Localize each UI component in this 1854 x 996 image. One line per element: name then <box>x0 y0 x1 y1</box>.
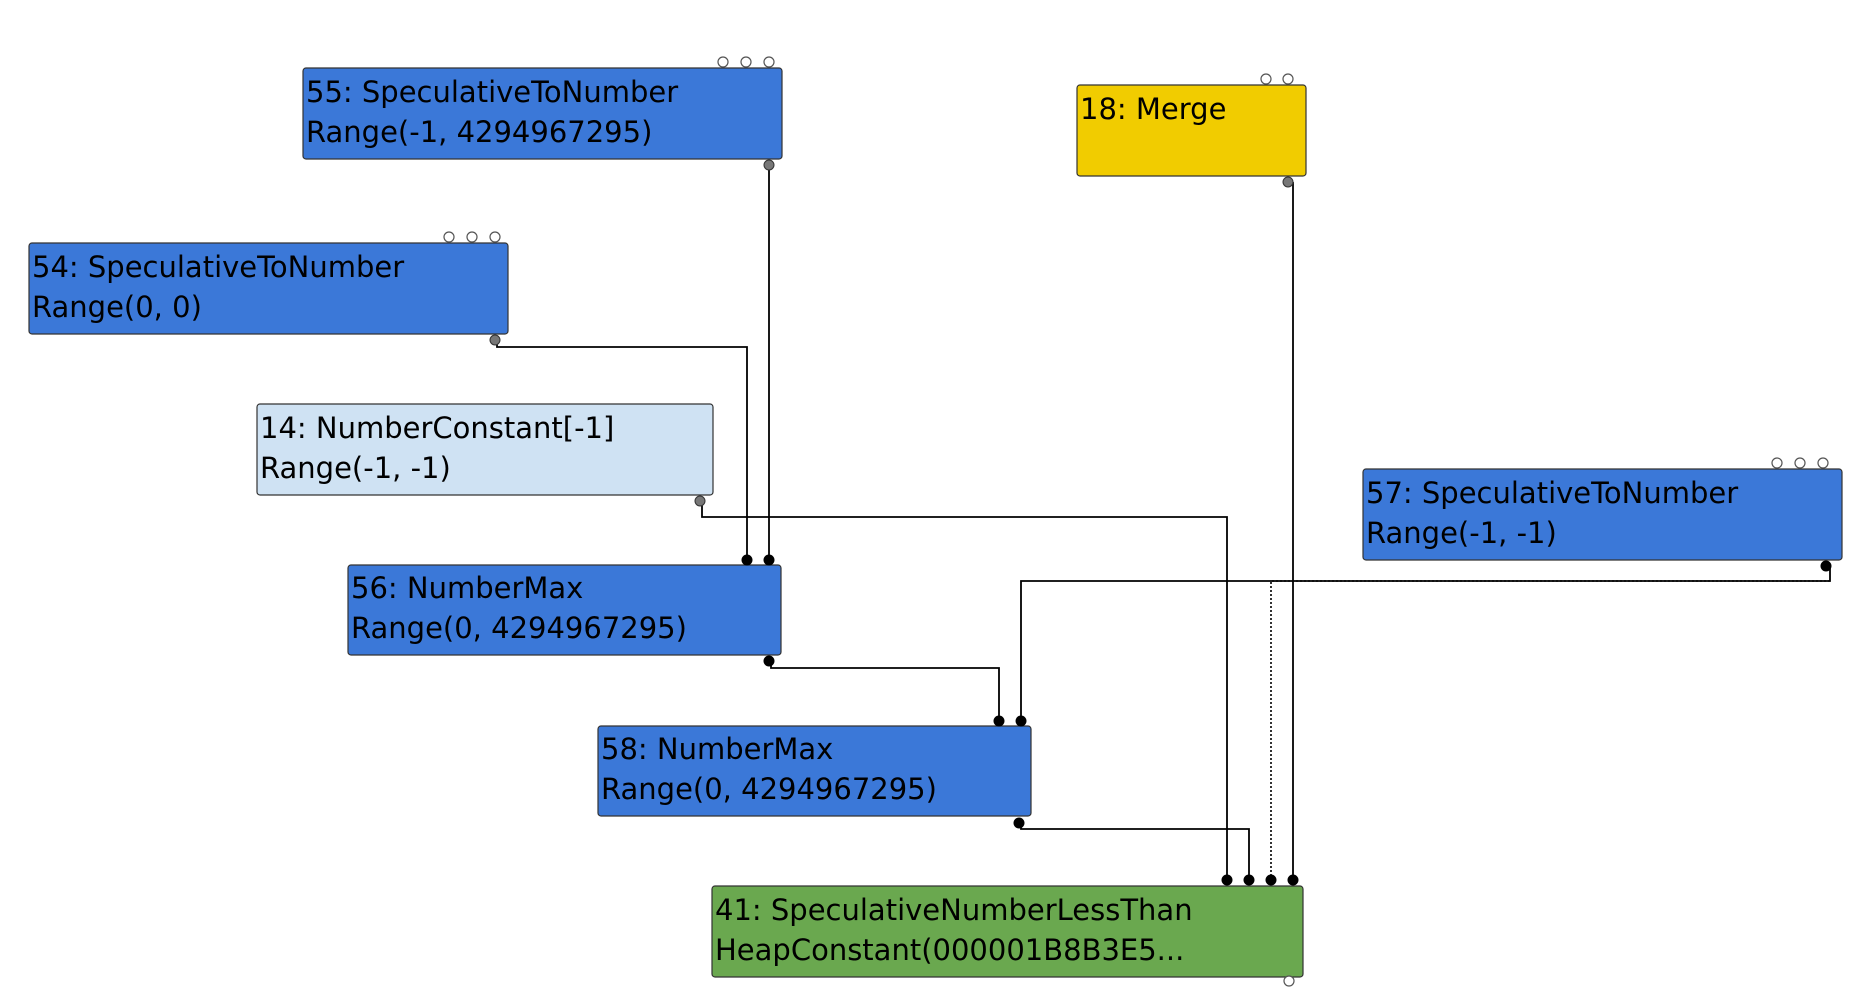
node-54-output-port[interactable] <box>489 334 501 346</box>
node-54-title: 54: SpeculativeToNumber <box>32 250 404 284</box>
node-56-input-port[interactable] <box>741 554 753 566</box>
node-14-output-port[interactable] <box>694 495 706 507</box>
node-58-output-port[interactable] <box>1013 817 1025 829</box>
node-57-box <box>1362 468 1843 561</box>
node-55[interactable]: 55: SpeculativeToNumber Range(-1, 429496… <box>302 67 783 160</box>
node-41-title: 41: SpeculativeNumberLessThan <box>715 893 1193 927</box>
node-14-box <box>256 403 714 496</box>
edge-56-to-58[interactable] <box>770 661 1000 721</box>
node-54-type: Range(0, 0) <box>32 290 202 324</box>
node-55-input-port[interactable] <box>717 56 729 68</box>
node-58[interactable]: 58: NumberMax Range(0, 4294967295) <box>597 725 1032 817</box>
node-56-type: Range(0, 4294967295) <box>351 611 687 645</box>
node-58-input-port[interactable] <box>1015 715 1027 727</box>
node-54-input-port[interactable] <box>443 231 455 243</box>
node-14-title: 14: NumberConstant[-1] <box>260 411 614 445</box>
node-18-input-port[interactable] <box>1260 73 1272 85</box>
node-56-output-port[interactable] <box>763 655 775 667</box>
node-41-input-port[interactable] <box>1287 874 1299 886</box>
node-41-input-port[interactable] <box>1265 874 1277 886</box>
node-18-input-port[interactable] <box>1282 73 1294 85</box>
node-57-input-port[interactable] <box>1771 457 1783 469</box>
node-56[interactable]: 56: NumberMax Range(0, 4294967295) <box>347 564 782 656</box>
node-55-title: 55: SpeculativeToNumber <box>306 75 678 109</box>
node-41-input-port[interactable] <box>1243 874 1255 886</box>
node-57-output-port[interactable] <box>1820 560 1832 572</box>
node-55-output-port[interactable] <box>763 159 775 171</box>
node-56-title: 56: NumberMax <box>351 571 583 605</box>
node-14-type: Range(-1, -1) <box>260 451 451 485</box>
node-14[interactable]: 14: NumberConstant[-1] Range(-1, -1) <box>256 403 714 496</box>
node-54-box <box>28 242 509 335</box>
node-57-input-port[interactable] <box>1817 457 1829 469</box>
node-57-title: 57: SpeculativeToNumber <box>1366 476 1738 510</box>
node-55-type: Range(-1, 4294967295) <box>306 115 652 149</box>
node-18-output-port[interactable] <box>1282 176 1294 188</box>
node-41-input-port[interactable] <box>1221 874 1233 886</box>
node-54-input-port[interactable] <box>466 231 478 243</box>
node-58-title: 58: NumberMax <box>601 732 833 766</box>
ports-layer <box>443 56 1832 987</box>
node-57-type: Range(-1, -1) <box>1366 516 1557 550</box>
node-41-type: HeapConstant(000001B8B3E5... <box>715 933 1184 967</box>
node-18-title: 18: Merge <box>1080 92 1226 126</box>
node-55-input-port[interactable] <box>740 56 752 68</box>
node-58-box <box>597 725 1032 817</box>
node-55-box <box>302 67 783 160</box>
node-58-input-port[interactable] <box>993 715 1005 727</box>
node-56-input-port[interactable] <box>763 554 775 566</box>
node-57[interactable]: 57: SpeculativeToNumber Range(-1, -1) <box>1362 468 1843 561</box>
node-18[interactable]: 18: Merge <box>1076 84 1307 177</box>
node-18-box <box>1076 84 1307 177</box>
node-54-input-port[interactable] <box>489 231 501 243</box>
node-41-box <box>711 885 1304 978</box>
node-58-type: Range(0, 4294967295) <box>601 772 937 806</box>
node-54[interactable]: 54: SpeculativeToNumber Range(0, 0) <box>28 242 509 335</box>
node-57-input-port[interactable] <box>1794 457 1806 469</box>
edge-14-to-41[interactable] <box>701 501 1228 880</box>
edge-57-to-58[interactable] <box>1020 566 1831 721</box>
node-41-output-port[interactable] <box>1283 975 1295 987</box>
node-41[interactable]: 41: SpeculativeNumberLessThan HeapConsta… <box>711 885 1304 978</box>
node-55-input-port[interactable] <box>763 56 775 68</box>
node-56-box <box>347 564 782 656</box>
edge-58-to-41[interactable] <box>1020 823 1250 880</box>
edge-57-to-41-dotted[interactable] <box>1270 580 1830 880</box>
